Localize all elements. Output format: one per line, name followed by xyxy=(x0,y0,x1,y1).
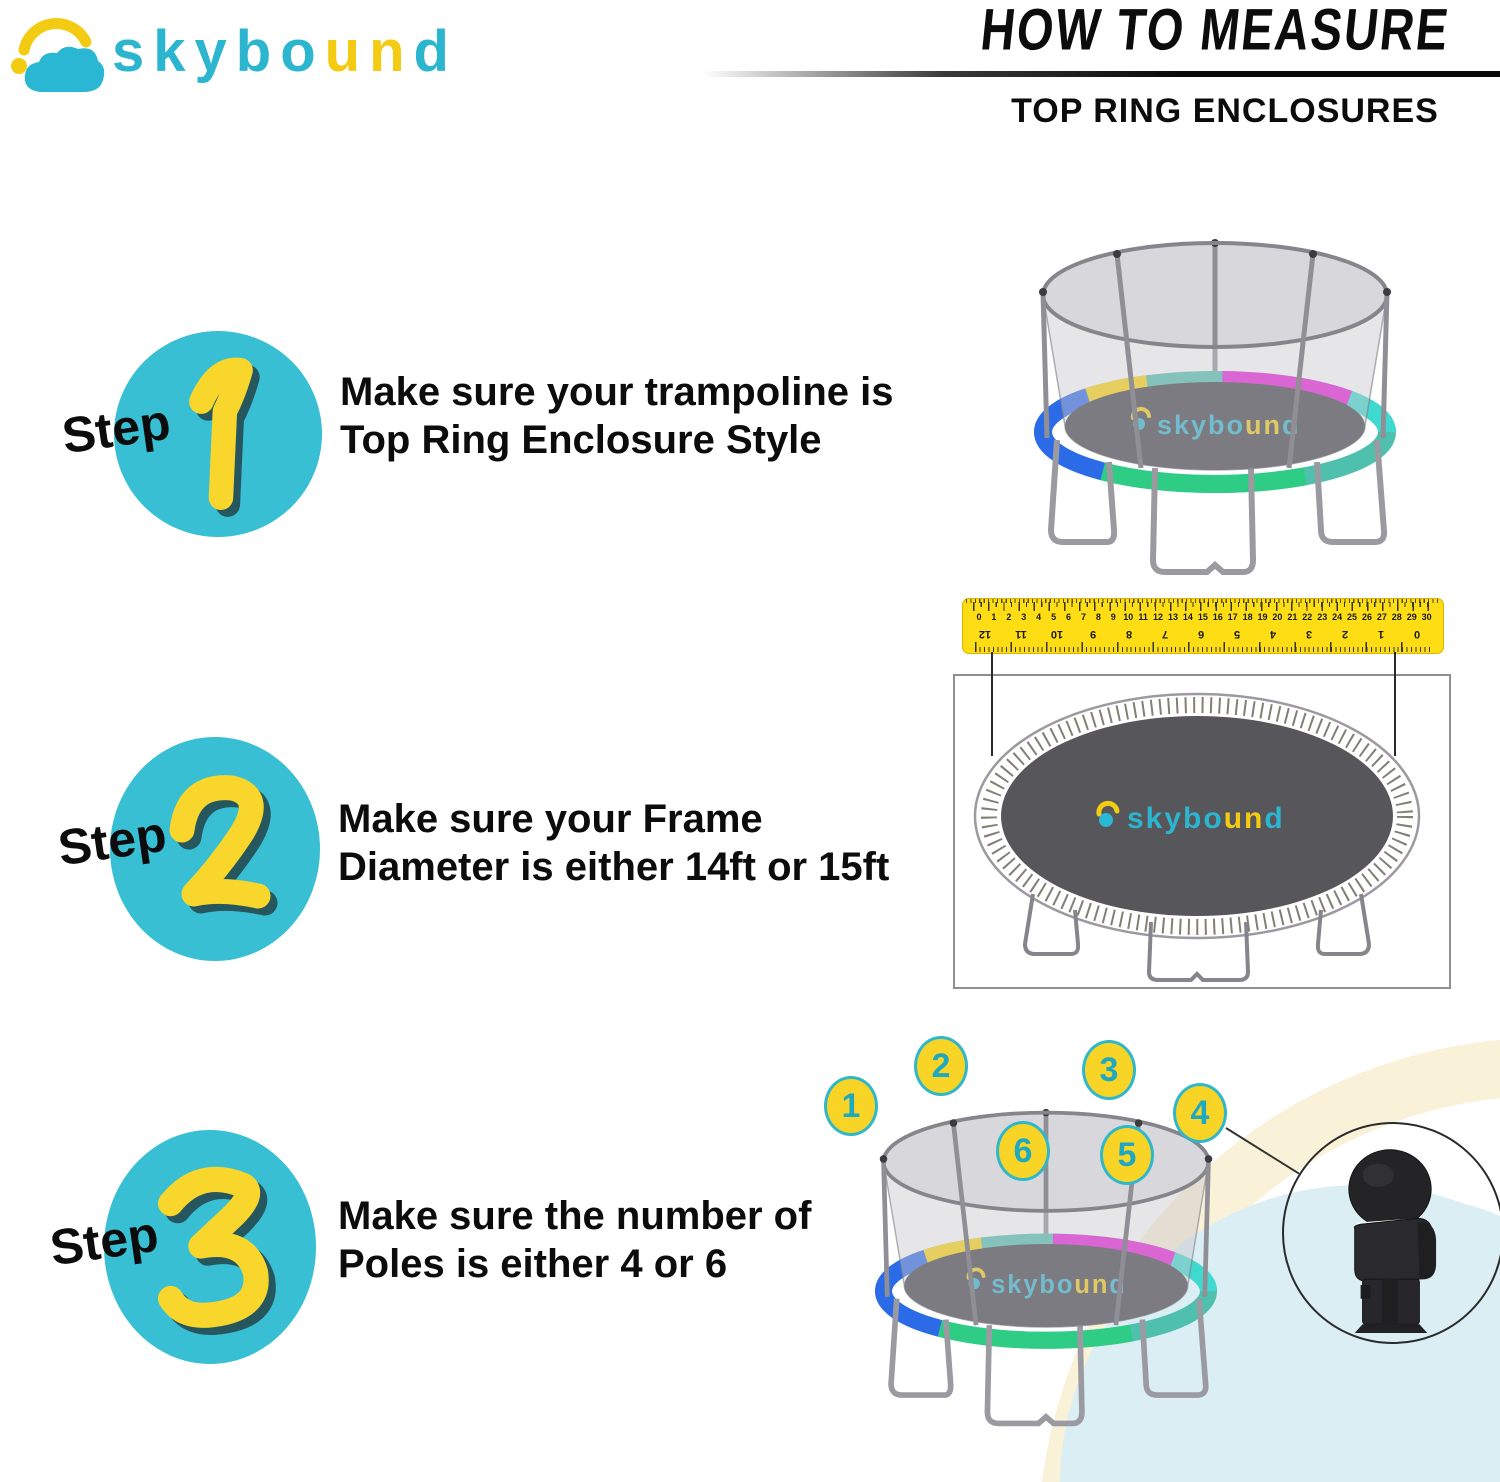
pole-badge-6: 6 xyxy=(996,1121,1050,1181)
ruler-cm-label: 12 xyxy=(1153,612,1164,622)
logo-part3: n xyxy=(369,19,414,84)
svg-text:skybound: skybound xyxy=(1127,802,1285,835)
ruler-cm-label: 17 xyxy=(1227,612,1238,622)
frame-diagram-box: skybound xyxy=(953,674,1451,989)
step1-text-line1: Make sure your trampoline is xyxy=(340,370,894,414)
ruler-inch-label: 8 xyxy=(1125,628,1133,640)
ruler-cm-label: 28 xyxy=(1391,612,1402,622)
svg-text:skybound: skybound xyxy=(991,1271,1127,1299)
step1-number-icon xyxy=(189,357,260,517)
pole-badge-3: 3 xyxy=(1082,1040,1136,1100)
matB-logo-part3: n xyxy=(1092,1271,1109,1299)
step3-text-line1: Make sure the number of xyxy=(338,1194,812,1238)
logo-part2: u xyxy=(324,19,370,84)
ruler-inch-label: 0 xyxy=(1413,628,1421,640)
frame-logo-part1: skybo xyxy=(1127,802,1224,835)
logo-part4: d xyxy=(413,19,458,84)
skybound-cloud-icon xyxy=(11,18,105,92)
measure-line-right xyxy=(1394,652,1396,756)
ruler-half-cm-ticks xyxy=(973,602,1433,607)
ruler-inch-label: 9 xyxy=(1089,628,1097,640)
step2-text-line1: Make sure your Frame xyxy=(338,797,763,841)
matB-logo-part1: skybo xyxy=(991,1271,1074,1299)
ruler-inch-label: 1 xyxy=(1377,628,1385,640)
mat-logo-part3: n xyxy=(1264,410,1283,440)
logo-part1: skybo xyxy=(112,19,325,84)
ruler-inch-label: 10 xyxy=(1050,628,1064,640)
step2-number-icon xyxy=(169,775,278,916)
ruler-cm-label: 23 xyxy=(1317,612,1328,622)
mat-logo-part1: skybo xyxy=(1157,410,1245,440)
ruler-inch-subticks xyxy=(975,647,1431,652)
mat-logo-part2: u xyxy=(1245,410,1264,440)
step2-text: Make sure your Frame Diameter is either … xyxy=(338,795,1018,891)
ruler-cm-label: 16 xyxy=(1212,612,1223,622)
ruler-cm-label: 13 xyxy=(1167,612,1178,622)
ruler-cm-label: 4 xyxy=(1036,612,1042,622)
step1-text: Make sure your trampoline is Top Ring En… xyxy=(340,368,1020,464)
ruler-cm-label: 29 xyxy=(1406,612,1417,622)
step3-text-line2: Poles is either 4 or 6 xyxy=(338,1242,728,1286)
ruler-cm-label: 0 xyxy=(976,612,982,622)
ruler-cm-label: 18 xyxy=(1242,612,1253,622)
step3-number-icon xyxy=(158,1166,276,1335)
ruler-cm-label: 2 xyxy=(1006,612,1012,622)
ruler-cm-label: 24 xyxy=(1332,612,1343,622)
frame-top-view-illustration: skybound xyxy=(973,692,1421,982)
matB-logo-part2: u xyxy=(1074,1271,1091,1299)
ruler-cm-label: 25 xyxy=(1347,612,1358,622)
ruler-cm-label: 3 xyxy=(1021,612,1027,622)
ruler-cm-label: 19 xyxy=(1257,612,1268,622)
step1-number-badge xyxy=(114,331,322,537)
frame-logo-part2: u xyxy=(1224,802,1244,835)
ruler-inch-label: 4 xyxy=(1269,628,1277,640)
ruler-cm-label: 7 xyxy=(1080,612,1086,622)
pole-badge-2: 2 xyxy=(914,1036,968,1096)
ruler-cm-label: 20 xyxy=(1272,612,1283,622)
ruler-cm-label: 30 xyxy=(1421,612,1432,622)
ruler-cm-label: 6 xyxy=(1066,612,1072,622)
trampoline-enclosure-illustration: skybound xyxy=(1034,239,1396,575)
ruler-cm-label: 9 xyxy=(1110,612,1116,622)
ruler-inch-label: 6 xyxy=(1197,628,1205,640)
ruler-cm-label: 27 xyxy=(1376,612,1387,622)
ruler-cm-label: 15 xyxy=(1197,612,1208,622)
step3-text: Make sure the number of Poles is either … xyxy=(338,1192,1018,1288)
ruler-inch-label: 7 xyxy=(1161,628,1169,640)
ruler-cm-label: 21 xyxy=(1287,612,1298,622)
page-subtitle: TOP RING ENCLOSURES xyxy=(1011,92,1439,130)
ruler-inch-label: 11 xyxy=(1015,628,1027,640)
ruler-top-edge-ticks xyxy=(966,599,1440,603)
pole-badge-5: 5 xyxy=(1100,1125,1154,1185)
ruler-inch-label: 12 xyxy=(978,628,992,640)
page-title: HOW TO MEASURE xyxy=(977,0,1454,62)
step2-text-line2: Diameter is either 14ft or 15ft xyxy=(338,845,890,889)
ruler-inch-label: 2 xyxy=(1341,628,1349,640)
ruler-cm-label: 1 xyxy=(991,612,997,622)
pole-cap-callout-circle xyxy=(1282,1122,1500,1344)
ruler-cm-label: 14 xyxy=(1182,612,1193,622)
ruler-inch-label: 5 xyxy=(1233,628,1241,640)
step1-text-line2: Top Ring Enclosure Style xyxy=(340,418,822,462)
ruler-cm-label: 8 xyxy=(1095,612,1101,622)
step2-number-badge xyxy=(110,737,320,961)
ruler-inch-label: 3 xyxy=(1305,628,1313,640)
pole-cap-icon xyxy=(1348,1149,1437,1334)
ruler-cm-label: 5 xyxy=(1051,612,1057,622)
ruler-cm-label: 26 xyxy=(1361,612,1372,622)
measure-line-left xyxy=(991,652,993,756)
frame-logo-part4: d xyxy=(1264,802,1284,835)
skybound-logo-text: skybound xyxy=(112,18,458,85)
header-divider xyxy=(703,71,1500,77)
ruler-cm-label: 10 xyxy=(1123,612,1134,622)
ruler-cm-label: 11 xyxy=(1138,612,1148,622)
pole-badge-1: 1 xyxy=(824,1076,878,1136)
ruler-cm-label: 22 xyxy=(1302,612,1313,622)
frame-logo-part3: n xyxy=(1244,802,1264,835)
pole-badge-4: 4 xyxy=(1173,1083,1227,1143)
step3-number-badge xyxy=(104,1130,316,1364)
